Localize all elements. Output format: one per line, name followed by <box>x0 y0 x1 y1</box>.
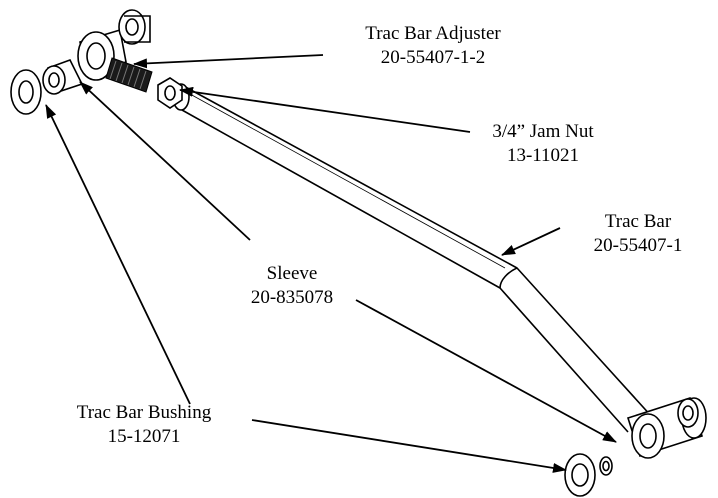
sleeve-part-number: 20-835078 <box>250 287 334 308</box>
arrow-sleeve-lower <box>355 299 617 443</box>
arrow-bushing-lower <box>251 419 567 473</box>
upper-left-bushing <box>118 9 151 45</box>
jam-nut-part-number: 13-11021 <box>506 145 580 166</box>
adjuster-name: Trac Bar Adjuster <box>365 23 501 44</box>
jam-nut-name: 3/4” Jam Nut <box>492 121 594 142</box>
right-bottom-bushing <box>564 453 613 497</box>
left-sleeve <box>42 59 84 95</box>
arrow-sleeve-upper <box>79 81 251 241</box>
trac-bar-bend-line <box>499 267 518 289</box>
arrow-trac-bar <box>501 227 561 256</box>
right-top-bushing <box>677 398 699 428</box>
arrow-jam-nut <box>179 86 471 133</box>
trac-bar-part-number: 20-55407-1 <box>593 235 683 256</box>
bushing-name: Trac Bar Bushing <box>76 402 212 423</box>
trac-bar-name: Trac Bar <box>604 211 672 232</box>
arrow-bushing-upper <box>45 104 191 405</box>
leader-arrows <box>45 54 617 473</box>
adjuster-callout: Trac Bar Adjuster 20-55407-1-2 <box>318 22 548 70</box>
jam-nut <box>157 77 183 109</box>
bushing-callout: Trac Bar Bushing 15-12071 <box>36 401 252 449</box>
adjuster-part-number: 20-55407-1-2 <box>380 47 486 68</box>
arrow-adjuster <box>133 54 324 69</box>
left-bushing <box>10 69 42 115</box>
bushing-part-number: 15-12071 <box>107 426 181 447</box>
sleeve-name: Sleeve <box>266 263 318 284</box>
trac-bar-callout: Trac Bar 20-55407-1 <box>568 210 708 258</box>
trac-bar-highlight <box>189 93 506 269</box>
sleeve-callout: Sleeve 20-835078 <box>232 262 352 310</box>
jam-nut-callout: 3/4” Jam Nut 13-11021 <box>458 120 628 168</box>
